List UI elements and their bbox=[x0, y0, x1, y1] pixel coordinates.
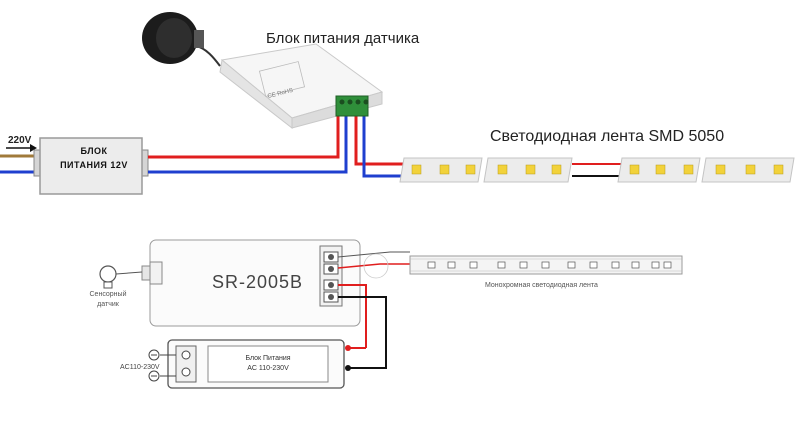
ac-input-label: AC110-230V bbox=[120, 364, 160, 371]
led-strip-top bbox=[399, 157, 795, 183]
psu-12v-label-line1: БЛОК bbox=[80, 146, 108, 156]
mono-strip-label: Монохромная светодиодная лента bbox=[485, 282, 598, 289]
arrow-right-icon bbox=[6, 144, 37, 152]
touch-sensor-label-line2: датчик bbox=[97, 301, 119, 308]
touch-sensor-label: Сенсорный датчик bbox=[86, 290, 130, 310]
bulb-icon bbox=[99, 265, 143, 289]
psu-bottom-box bbox=[167, 339, 351, 389]
terminal-block bbox=[335, 95, 369, 117]
psu-bottom-label-line1: Блок Питания bbox=[245, 355, 291, 362]
psu-bottom-label-line2: AC 110-230V bbox=[247, 365, 289, 372]
led-chips-top bbox=[411, 164, 784, 175]
controller-box bbox=[141, 239, 361, 327]
psu-output-wires bbox=[148, 112, 410, 178]
sensor-power-unit-label: Блок питания датчика bbox=[266, 30, 420, 47]
controller-model-label: SR-2005B bbox=[212, 272, 304, 292]
touch-sensor-label-line1: Сенсорный bbox=[89, 291, 127, 298]
psu-12v-box bbox=[33, 137, 149, 195]
mono-led-chips bbox=[427, 261, 672, 269]
mains-voltage-label: 220V bbox=[8, 135, 32, 146]
mains-input-wires bbox=[0, 154, 40, 174]
psu-12v-label-line2: ПИТАНИЯ 12V bbox=[60, 160, 128, 170]
led-strip-label: Светодиодная лента SMD 5050 bbox=[490, 128, 725, 145]
round-black-knob-icon bbox=[142, 12, 221, 67]
psu-bottom-label: Блок Питания AC 110-230V bbox=[218, 354, 318, 374]
psu-12v-label: БЛОК ПИТАНИЯ 12V bbox=[40, 144, 148, 172]
bottom-wires bbox=[337, 251, 410, 369]
ac-input-wires bbox=[148, 349, 176, 382]
